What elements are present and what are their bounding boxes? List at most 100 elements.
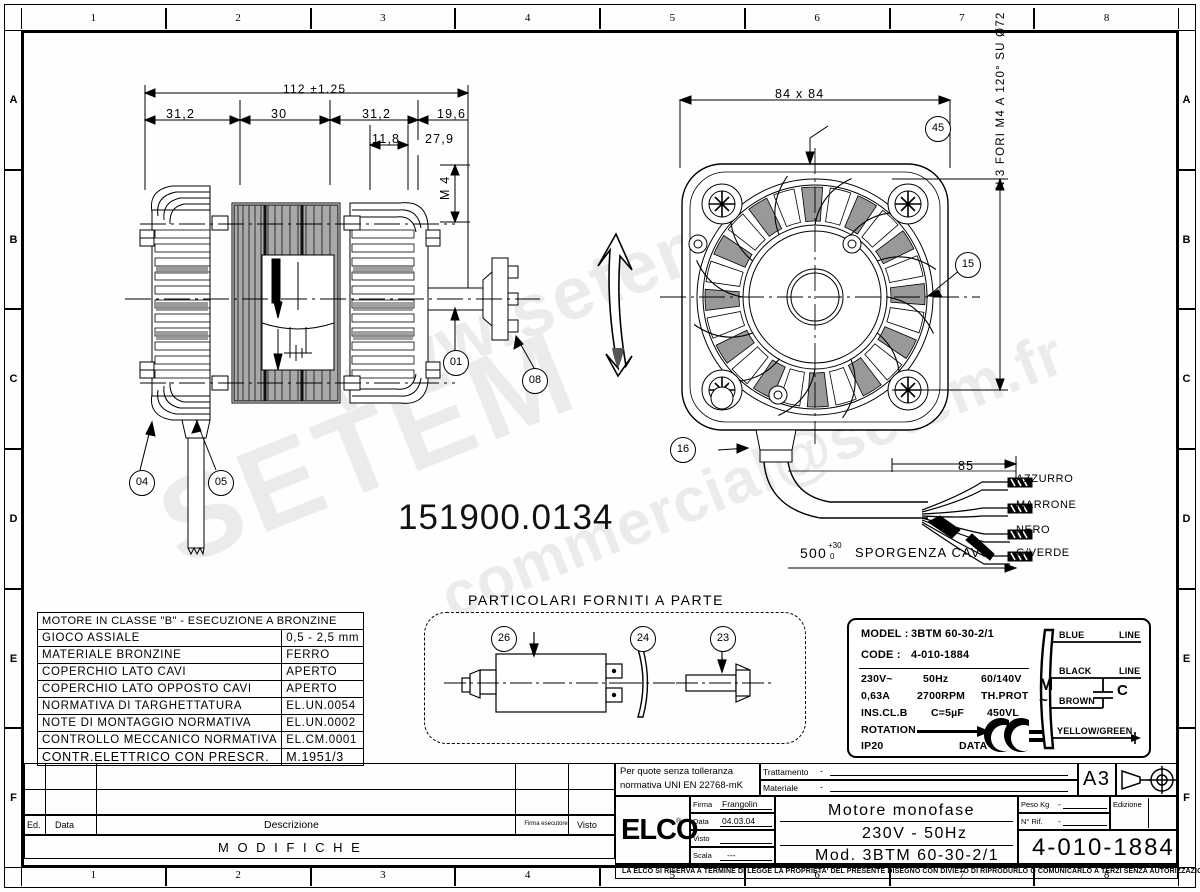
spec-header-row: MOTORE IN CLASSE "B" - ESECUZIONE A BRON… <box>36 612 365 630</box>
mod-col-data: Data <box>55 820 75 830</box>
wiring-blue-label: BLUE <box>1059 630 1085 640</box>
visto-label: Visto <box>693 834 710 843</box>
balloon-08[interactable]: 08 <box>522 368 548 394</box>
peso-value: - <box>1058 799 1061 809</box>
firma-value: Frangolin <box>722 799 758 809</box>
fan-grille-slot <box>844 195 878 235</box>
mod-col-descrizione: Descrizione <box>264 819 319 831</box>
part-number: 151900.0134 <box>398 498 614 537</box>
fan-grille-slot <box>704 288 741 311</box>
wire-label-nero: NERO <box>1016 524 1051 536</box>
firma-cell <box>690 796 775 813</box>
spec-row-value: EL.UN.0054 <box>281 697 365 715</box>
balloon-23[interactable]: 23 <box>710 626 736 652</box>
mod-col-firma: Firma esecutore <box>524 821 568 827</box>
balloon-15[interactable]: 15 <box>955 252 981 278</box>
data-cell <box>690 813 775 830</box>
dim-27-9: 27,9 <box>425 132 455 146</box>
drawing-title-line2: 230V - 50Hz <box>862 825 968 842</box>
fan-grille-slot <box>825 187 852 226</box>
rif-value: - <box>1058 816 1061 826</box>
spec-row-label: NOTE DI MONTAGGIO NORMATIVA <box>36 714 283 732</box>
fan-grille-slot <box>748 197 783 237</box>
zone-row-right-A: A <box>1178 30 1195 170</box>
nameplate-model-value: 3BTM 60-30-2/1 <box>911 628 994 640</box>
nameplate-temp-range: 60/140V <box>981 673 1022 685</box>
projection-symbol-cell <box>1116 763 1178 796</box>
fan-grille-slot <box>773 188 801 228</box>
nameplate-data-label: DATA <box>959 740 988 752</box>
dim-11-8: 11,8 <box>372 132 401 146</box>
spec-row-label: MATERIALE BRONZINE <box>36 646 283 664</box>
mod-col-div-4 <box>568 763 569 835</box>
edizione-divider <box>1148 798 1149 828</box>
nameplate-rpm: 2700RPM <box>917 690 966 702</box>
firma-label: Firma <box>693 800 713 809</box>
nameplate-cap-voltage: 450VL <box>987 707 1019 719</box>
spec-header-cell: MOTORE IN CLASSE "B" - ESECUZIONE A BRON… <box>36 612 365 630</box>
wire-label-azzurro: AZZURRO <box>1016 473 1074 485</box>
tolerance-note-line2: normativa UNI EN 22768-mK <box>620 780 744 791</box>
mod-col-ed: Ed. <box>27 820 41 830</box>
parts-supplied-box <box>424 612 806 744</box>
mod-col-div-2 <box>96 763 97 835</box>
rif-cell <box>1018 813 1110 830</box>
fan-blade-arc <box>778 368 816 416</box>
fan-grille-slot <box>731 346 769 385</box>
balloon-04[interactable]: 04 <box>129 470 155 496</box>
elco-brand-logo: ELCO <box>621 814 699 846</box>
zone-row-left-D: D <box>5 449 22 589</box>
spec-row-label: COPERCHIO LATO CAVI <box>36 663 283 681</box>
parts-supplied-drawings <box>444 632 774 718</box>
spec-row-label: COPERCHIO LATO OPPOSTO CAVI <box>36 680 283 698</box>
zone-col-bottom-4: 4 <box>455 865 600 886</box>
right-view-drawing <box>660 95 1033 573</box>
zone-col-top-1: 1 <box>21 8 166 29</box>
dim-31-2-b: 31,2 <box>362 107 392 121</box>
zone-col-top-5: 5 <box>600 8 745 29</box>
format-label: A3 <box>1083 768 1111 790</box>
wiring-brown-label: BROWN <box>1059 696 1095 706</box>
zone-row-left-C: C <box>5 309 22 449</box>
zone-row-right-E: E <box>1178 588 1195 729</box>
dim-84x84: 84 x 84 <box>775 87 825 101</box>
fan-grille-slot <box>875 230 915 265</box>
fan-grille-slot <box>806 371 829 408</box>
balloon-26[interactable]: 26 <box>491 626 517 652</box>
balloon-16[interactable]: 16 <box>670 437 696 463</box>
dim-19-6: 19,6 <box>437 107 467 121</box>
fan-grille-slot <box>705 260 744 287</box>
fan-grille-slot <box>861 209 899 248</box>
mod-row-divider <box>24 789 615 790</box>
parts-supplied-title: PARTICOLARI FORNITI A PARTE <box>468 592 725 608</box>
modifications-footer-row <box>24 835 615 859</box>
dim-cable-tol-upper: +30 <box>828 541 842 550</box>
wiring-black-terminal: LINE <box>1119 666 1141 676</box>
rif-underline <box>1063 825 1107 826</box>
trattamento-label: Trattamento <box>763 767 809 777</box>
balloon-01[interactable]: 01 <box>443 350 469 376</box>
peso-label: Peso Kg <box>1021 800 1050 809</box>
balloon-24[interactable]: 24 <box>630 626 656 652</box>
trattamento-cell <box>760 763 1078 780</box>
dim-85: 85 <box>958 459 975 473</box>
zone-row-left-B: B <box>5 169 22 310</box>
zone-row-left-E: E <box>5 588 22 729</box>
edizione-cell <box>1110 796 1178 830</box>
balloon-05[interactable]: 05 <box>208 470 234 496</box>
zone-col-top-2: 2 <box>165 8 311 29</box>
spec-row-label: NORMATIVA DI TARGHETTATURA <box>36 697 283 715</box>
spec-row-label: GIOCO ASSIALE <box>36 629 283 647</box>
balloon-45[interactable]: 45 <box>925 116 951 142</box>
data-value: 04.03.04 <box>722 816 756 826</box>
spec-row-value: 0,5 - 2,5 mm <box>281 629 365 647</box>
zone-row-left-A: A <box>5 30 22 170</box>
label-sporgenza-cavo: SPORGENZA CAVO <box>855 545 993 560</box>
drawing-number: 4-010-1884 <box>1032 834 1175 861</box>
fan-grille-slot <box>877 326 917 360</box>
fan-blade-arc <box>774 175 788 235</box>
data-label: Data <box>693 817 709 826</box>
first-angle-projection-icon <box>1121 766 1176 794</box>
